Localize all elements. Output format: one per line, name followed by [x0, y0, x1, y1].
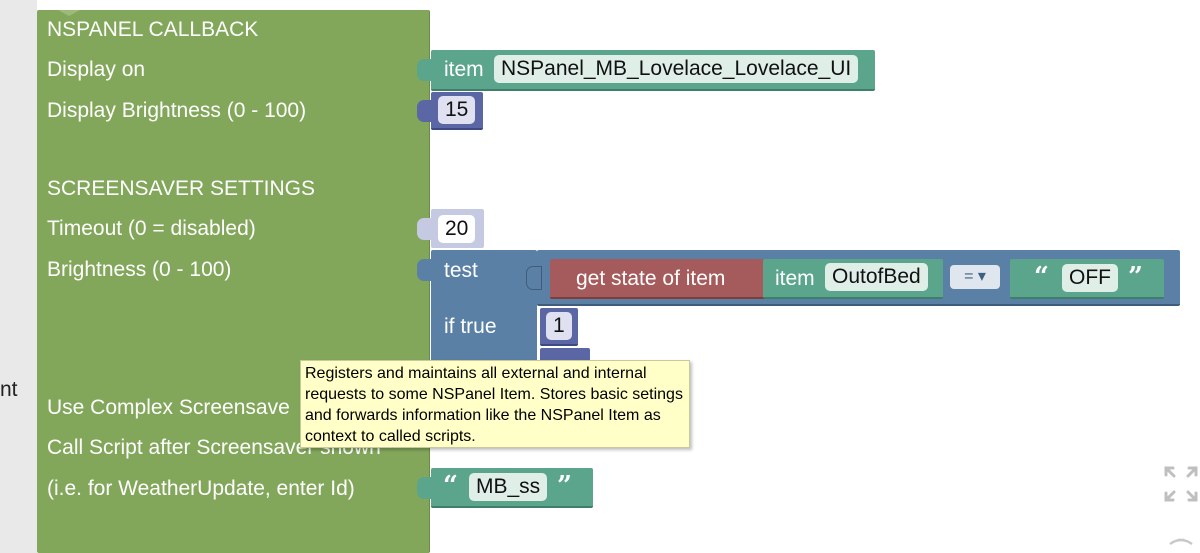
block-connector-notch	[58, 10, 80, 16]
string-block-script-id[interactable]: “ MB_ss ”	[431, 468, 593, 508]
string-block-off[interactable]: “ OFF ”	[1010, 259, 1164, 299]
input-socket	[417, 218, 431, 240]
complex-screensaver-label: Use Complex Screensave	[47, 396, 290, 419]
operator-value: =	[964, 268, 974, 285]
script-hint-label: (i.e. for WeatherUpdate, enter Id)	[47, 477, 355, 500]
input-socket	[526, 266, 542, 290]
nspanel-callback-block[interactable]	[37, 10, 430, 553]
brightness-label: Brightness (0 - 100)	[47, 258, 232, 281]
zoom-reset-icon[interactable]	[1162, 463, 1200, 505]
number-field[interactable]: 1	[546, 312, 572, 340]
input-socket	[417, 59, 431, 81]
close-quote-icon: ”	[557, 471, 572, 501]
item-block-outofbed[interactable]: item OutofBed	[763, 259, 943, 299]
get-state-label: get state of item	[576, 267, 726, 290]
number-block-display-brightness[interactable]: 15	[431, 92, 483, 130]
open-quote-icon: “	[1034, 262, 1049, 292]
input-socket	[417, 100, 431, 122]
number-block-if-true[interactable]: 1	[540, 308, 578, 346]
trash-icon[interactable]	[1162, 530, 1200, 553]
get-state-block[interactable]: get state of item	[550, 259, 770, 299]
display-on-label: Display on	[47, 58, 146, 81]
screensaver-settings-title: SCREENSAVER SETTINGS	[47, 177, 315, 200]
number-field[interactable]: 15	[438, 96, 476, 124]
number-field[interactable]: 20	[438, 215, 476, 243]
open-quote-icon: “	[443, 471, 458, 501]
item-block-display-on[interactable]: item NSPanel_MB_Lovelace_Lovelace_UI	[431, 50, 875, 91]
block-title: NSPANEL CALLBACK	[47, 18, 259, 41]
workspace-flyout-strip	[0, 0, 37, 553]
item-name-field[interactable]: NSPanel_MB_Lovelace_Lovelace_UI	[494, 55, 859, 83]
call-script-label: Call Script after Screensaver shown	[47, 436, 381, 459]
sidebar-fragment-text: nt	[0, 378, 18, 401]
timeout-label: Timeout (0 = disabled)	[47, 217, 256, 240]
string-field[interactable]: MB_ss	[469, 473, 548, 501]
string-field[interactable]: OFF	[1062, 264, 1118, 292]
number-block-timeout[interactable]: 20	[431, 209, 484, 248]
item-label: item	[775, 267, 815, 290]
item-name-field[interactable]: OutofBed	[825, 263, 928, 291]
logic-ternary-block[interactable]: test if true	[431, 250, 537, 362]
test-label: test	[444, 259, 478, 282]
close-quote-icon: ”	[1128, 262, 1143, 292]
input-socket	[417, 477, 431, 499]
input-socket	[417, 259, 431, 281]
display-brightness-label: Display Brightness (0 - 100)	[47, 99, 307, 122]
item-label: item	[444, 58, 484, 81]
operator-dropdown[interactable]: = ▾	[950, 265, 1000, 289]
block-tooltip: Registers and maintains all external and…	[300, 360, 690, 448]
if-true-label: if true	[444, 315, 497, 338]
chevron-down-icon: ▾	[977, 268, 986, 285]
